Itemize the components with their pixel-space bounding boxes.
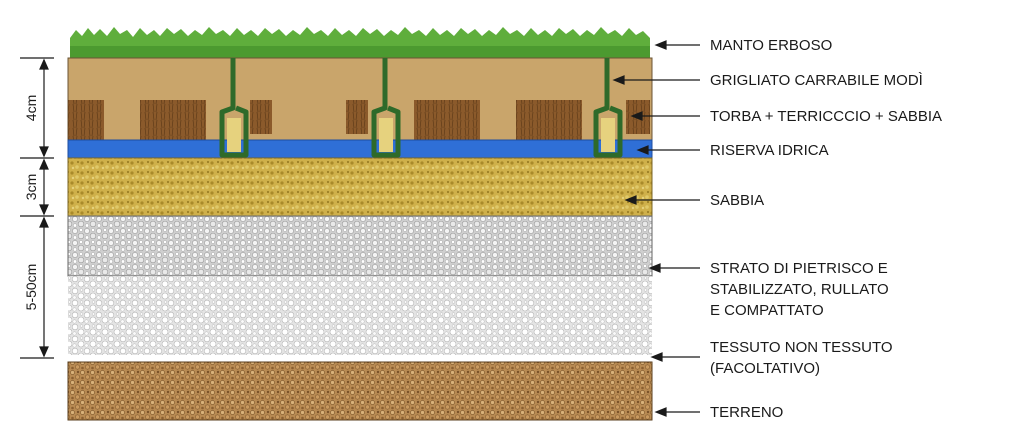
peat-blocks bbox=[68, 100, 650, 140]
label-pietrisco-1: STRATO DI PIETRISCO E bbox=[710, 260, 888, 277]
post-fill bbox=[227, 118, 615, 152]
label-riserva-idrica: RISERVA IDRICA bbox=[710, 142, 829, 159]
grass-layer bbox=[70, 27, 650, 58]
soil-layer bbox=[67, 361, 653, 421]
label-manto-erboso: MANTO ERBOSO bbox=[710, 37, 832, 54]
gravel-layer-lower bbox=[68, 276, 652, 358]
label-tessuto-2: (FACOLTATIVO) bbox=[710, 360, 820, 377]
dimension-lines bbox=[20, 57, 54, 359]
label-terreno: TERRENO bbox=[710, 404, 783, 421]
leader-arrows bbox=[612, 40, 700, 417]
sand-layer bbox=[67, 157, 653, 217]
label-pietrisco-3: E COMPATTATO bbox=[710, 302, 824, 319]
label-grigliato: GRIGLIATO CARRABILE MODÌ bbox=[710, 72, 923, 89]
grid-posts bbox=[219, 58, 623, 158]
dim-label-grid: 4cm bbox=[23, 95, 39, 121]
label-tessuto-1: TESSUTO NON TESSUTO bbox=[710, 339, 893, 356]
label-pietrisco-2: STABILIZZATO, RULLATO bbox=[710, 281, 889, 298]
dim-label-gravel: 5-50cm bbox=[23, 264, 39, 311]
dim-label-sand: 3cm bbox=[23, 174, 39, 200]
label-sabbia: SABBIA bbox=[710, 192, 764, 209]
water-reserve-layer bbox=[67, 139, 653, 159]
gravel-layer-upper bbox=[67, 215, 653, 277]
label-torba: TORBA + TERRICCCIO + SABBIA bbox=[710, 108, 942, 125]
